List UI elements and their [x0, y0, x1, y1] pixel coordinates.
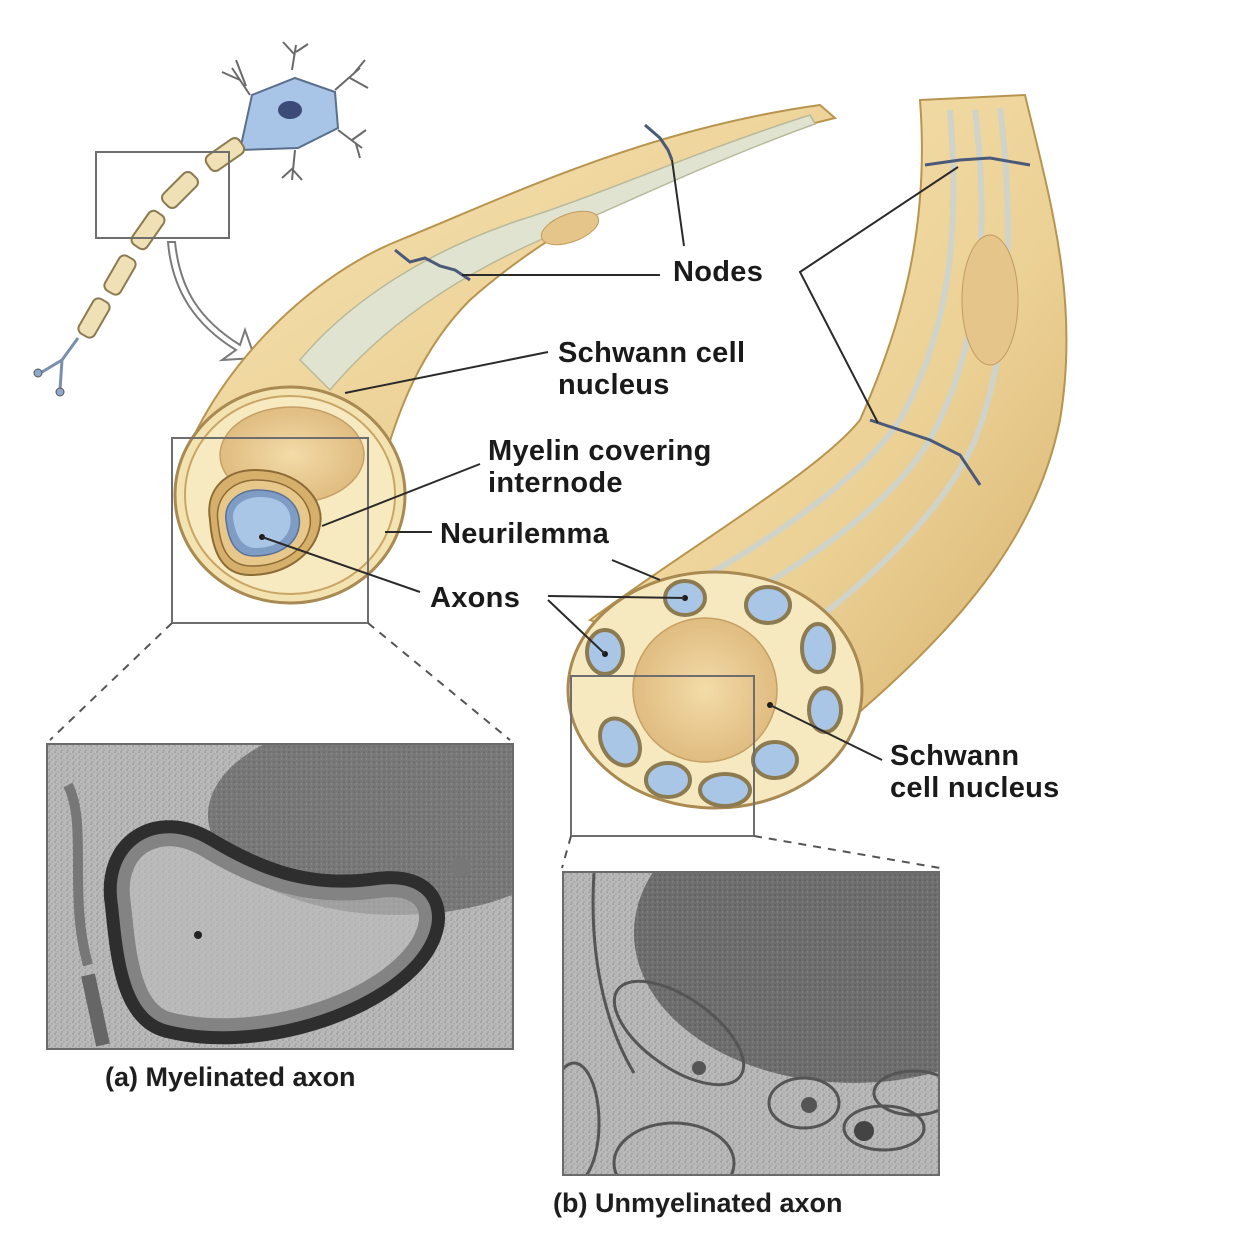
neuron-overview: [33, 41, 369, 397]
label-myelin-covering-internode: Myelin covering internode: [488, 435, 712, 499]
caption-myelinated-axon: (a) Myelinated axon: [105, 1062, 356, 1092]
label-neurilemma: Neurilemma: [440, 518, 610, 550]
label-axons: Axons: [430, 582, 521, 614]
zoom-connectors: [49, 622, 941, 869]
zoom-box-a: [171, 437, 369, 624]
selection-box: [95, 151, 230, 239]
label-schwann-nucleus-myelinated: Schwann cell nucleus: [558, 337, 746, 401]
zoom-box-b: [570, 675, 755, 837]
leader-lines: [261, 159, 959, 761]
label-schwann-nucleus-unmyelinated: Schwann cell nucleus: [890, 740, 1060, 804]
micrograph-unmyelinated: [562, 871, 940, 1176]
arrow-icon: [166, 241, 257, 362]
caption-unmyelinated-axon: (b) Unmyelinated axon: [553, 1188, 843, 1218]
micrograph-myelinated: [46, 743, 514, 1050]
unmyelinated-fiber: [566, 93, 1068, 837]
label-nodes: Nodes: [673, 256, 764, 288]
